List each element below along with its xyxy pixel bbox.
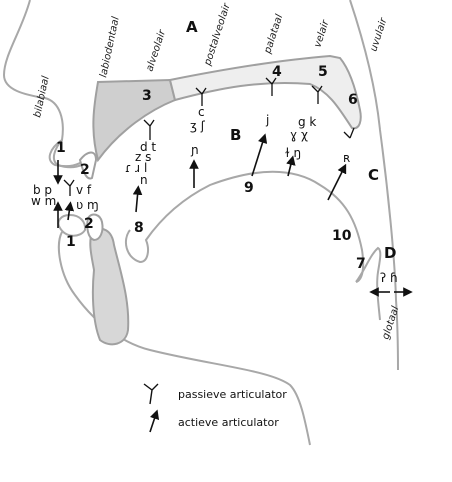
- legend-active-symbol: [149, 409, 160, 433]
- number-9: 9: [244, 180, 254, 196]
- passive-mark-uvular: [343, 127, 355, 139]
- ipa-postalveolar-3: ɲ: [190, 143, 199, 157]
- label-palataal: palataal: [262, 13, 285, 56]
- number-2-upper: 2: [80, 162, 90, 178]
- legend-passive-label: passieve articulator: [178, 388, 287, 401]
- number-8: 8: [134, 220, 144, 236]
- ipa-glottal: ʔ ɦ: [380, 271, 398, 285]
- arrow-palatal-up: [251, 133, 268, 177]
- ipa-postalveolar-2: ʒ ʃ: [190, 119, 206, 133]
- number-1-upper: 1: [56, 140, 66, 156]
- region-c: C: [368, 166, 379, 184]
- passive-mark-postalveolar: [195, 87, 207, 106]
- arrow-velar-up: [286, 155, 296, 177]
- label-postalveolair: postalveolair: [202, 1, 233, 68]
- arrow-uvular-up: [327, 163, 347, 201]
- number-10: 10: [332, 228, 352, 244]
- ipa-alveolar-3: ɾ ɹ l: [125, 161, 147, 175]
- legend-passive-symbol: [143, 383, 159, 405]
- region-d: D: [384, 244, 396, 262]
- ipa-labiodental-top: v f: [76, 183, 92, 197]
- arrow-alveolar-up: [132, 185, 143, 213]
- number-5: 5: [318, 64, 328, 80]
- lower-incisor: [86, 213, 104, 242]
- lower-lip: [57, 213, 87, 237]
- ipa-labiodental-bottom: ʋ ɱ: [76, 198, 99, 212]
- label-labiodentaal: labiodentaal: [98, 16, 122, 79]
- ipa-bilabial-bottom: w m: [31, 194, 56, 208]
- passive-mark-velar: [311, 85, 323, 104]
- passive-mark-alveolar: [143, 119, 155, 140]
- number-2-lower: 2: [84, 216, 94, 232]
- ipa-postalveolar-1: c: [198, 105, 205, 119]
- number-3: 3: [142, 88, 152, 104]
- ipa-alveolar-2: z s: [135, 150, 151, 164]
- pharynx-back-wall: [349, 0, 399, 371]
- ipa-velar-1: g k: [298, 115, 316, 129]
- ipa-palatal: j: [265, 113, 269, 127]
- region-a: A: [186, 18, 198, 36]
- legend-active-label: actieve articulator: [178, 416, 279, 429]
- lower-jaw: [89, 227, 130, 346]
- label-alveolair: alveolair: [144, 28, 168, 73]
- upper-teeth: [78, 151, 98, 180]
- ipa-bilabial-top: b p: [33, 183, 52, 197]
- number-1-lower: 1: [66, 234, 76, 250]
- number-7: 7: [356, 256, 366, 272]
- number-4: 4: [272, 64, 282, 80]
- region-b: B: [230, 126, 241, 144]
- ipa-velar-3: ɫ ŋ: [285, 146, 301, 160]
- passive-mark-labiodental: [63, 179, 75, 196]
- ipa-alveolar-4: n: [140, 173, 148, 187]
- alveolar-ridge: [92, 78, 177, 163]
- ipa-velar-2: ɣ χ: [290, 128, 308, 142]
- number-6: 6: [348, 92, 358, 108]
- ipa-alveolar-1: d t: [140, 140, 156, 154]
- label-velair: velair: [312, 18, 331, 49]
- ipa-uvular: ʀ: [343, 151, 350, 165]
- passive-mark-palatal: [265, 77, 277, 96]
- tongue: [124, 170, 365, 283]
- arrow-labiodental-up: [64, 201, 75, 221]
- label-uvulair: uvulair: [368, 16, 389, 53]
- passive-marks: [63, 77, 355, 196]
- hard-palate: [168, 54, 362, 130]
